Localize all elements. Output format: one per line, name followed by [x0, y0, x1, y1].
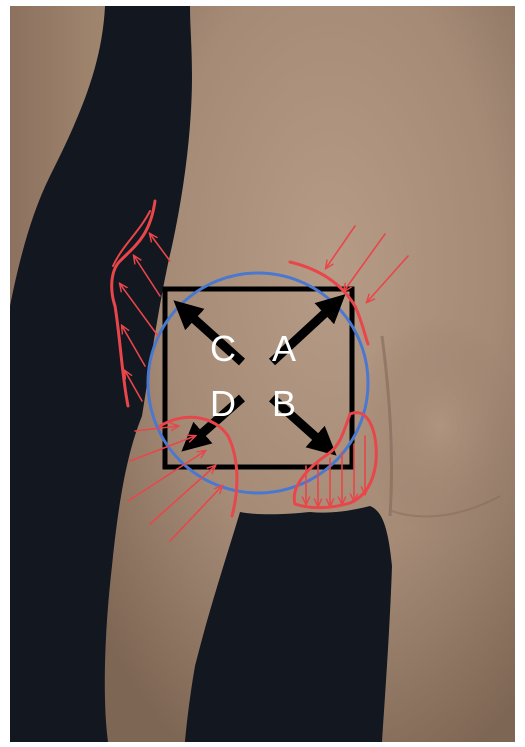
- label-c: C: [210, 328, 236, 369]
- label-b: B: [272, 383, 296, 424]
- annotated-photo: A C B D: [10, 6, 515, 742]
- label-a: A: [272, 328, 296, 369]
- label-d: D: [210, 383, 236, 424]
